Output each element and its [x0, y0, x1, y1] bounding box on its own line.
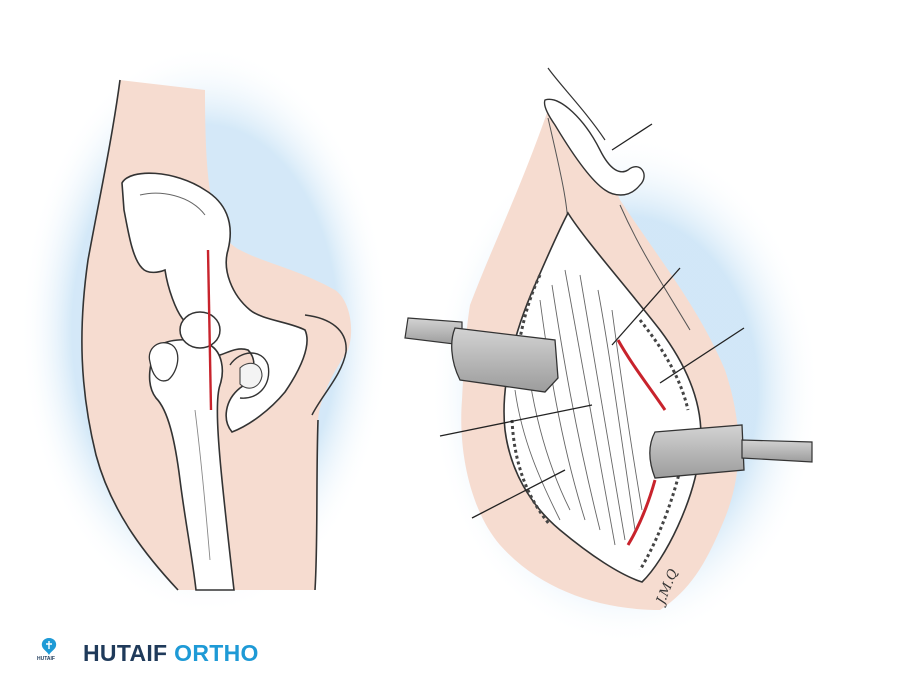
upper-tendon-line: [547, 67, 606, 141]
retractor-right-blade: [649, 424, 745, 479]
femur-bone: [148, 338, 235, 591]
vessel-lower: [626, 479, 657, 546]
thigh-outline-right: [314, 419, 319, 591]
femoral-head: [179, 311, 221, 349]
surgical-field-figure: J.M.Q: [404, 67, 820, 645]
brand-name-part2: ORTHO: [174, 640, 259, 666]
greater-trochanter: [148, 342, 179, 382]
acetabulum-ring: [229, 352, 270, 399]
leader-lines: [439, 123, 745, 519]
ilium-bone: [121, 172, 308, 433]
logo-small-text: HUTAIF: [37, 656, 55, 662]
femur-shaft-detail: [194, 409, 211, 561]
hutaif-logo-icon: [41, 638, 57, 655]
brand-name-part1: HUTAIF: [83, 640, 168, 666]
buttock-outline: [304, 314, 347, 416]
retractor-left-blade: [451, 327, 559, 393]
brand-name: HUTAIF ORTHO: [83, 640, 259, 666]
retractor-right-handle: [741, 439, 813, 463]
incision-line: [206, 249, 213, 411]
hip-figure: [20, 45, 390, 615]
vessel-upper: [616, 339, 667, 411]
skin-outline: [81, 79, 179, 591]
upper-tendon: [543, 98, 645, 196]
obturator-foramen: [239, 362, 263, 389]
ilium-crest-detail: [139, 192, 206, 216]
fat-edge-right: [638, 319, 690, 571]
upper-tendon-line3: [619, 204, 691, 331]
